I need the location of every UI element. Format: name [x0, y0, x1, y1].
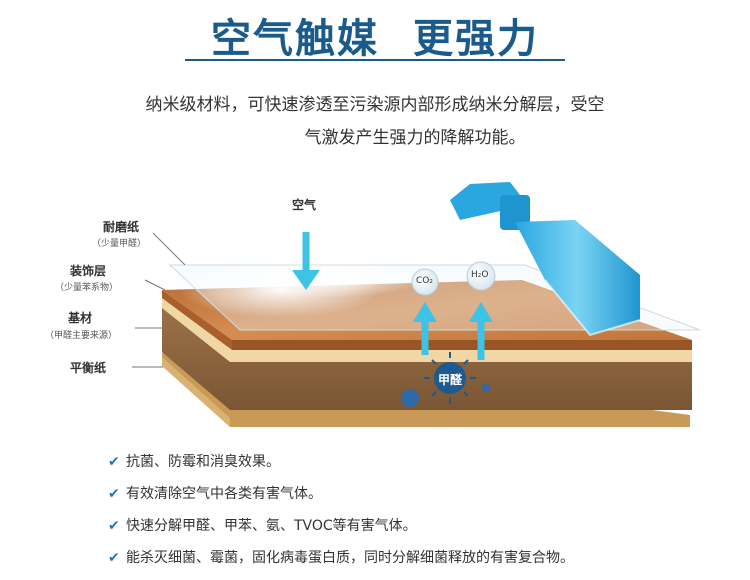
- check-icon: ✔: [108, 550, 120, 566]
- intro-line-1: 纳米级材料，可快速渗透至污染源内部形成纳米分解层，受空: [145, 95, 605, 115]
- layer-label-balance: 平衡纸: [70, 361, 107, 375]
- air-label: 空气: [292, 198, 317, 212]
- spray-bottle-icon: [450, 182, 641, 337]
- list-item: ✔ 有效清除空气中各类有害气体。: [108, 478, 574, 510]
- layer-note-substrate: （甲醛主要来源）: [45, 331, 118, 341]
- title-part-2: 更强力: [413, 16, 539, 62]
- layer-label-substrate: 基材: [68, 311, 93, 325]
- intro-line-2: 气激发产生强力的降解功能。: [304, 128, 526, 148]
- layer-label-decor: 装饰层: [70, 264, 107, 278]
- benefit-text: 快速分解甲醛、甲苯、氨、TVOC等有害气体。: [126, 518, 417, 534]
- page-title: 空气触媒更强力: [0, 6, 750, 64]
- co2-label: CO₂: [416, 276, 433, 286]
- list-item: ✔ 抗菌、防霉和消臭效果。: [108, 446, 574, 478]
- layer-note-decor: （少量苯系物）: [55, 283, 119, 293]
- layer-note-wear: （少量甲醛）: [92, 239, 147, 249]
- bacteria-icon: [401, 352, 490, 407]
- layer-illustration: [132, 182, 701, 427]
- layer-label-wear: 耐磨纸: [103, 220, 140, 234]
- check-icon: ✔: [108, 454, 120, 470]
- title-part-1: 空气触媒: [211, 16, 379, 62]
- list-item: ✔ 能杀灭细菌、霉菌，固化病毒蛋白质，同时分解细菌释放的有害复合物。: [108, 542, 574, 574]
- h2o-label: H₂O: [471, 270, 489, 280]
- check-icon: ✔: [108, 486, 120, 502]
- benefit-list: ✔ 抗菌、防霉和消臭效果。 ✔ 有效清除空气中各类有害气体。 ✔ 快速分解甲醛、甲苯、…: [108, 446, 574, 574]
- formaldehyde-label: 甲醛: [438, 373, 463, 387]
- title-underline: [185, 59, 565, 61]
- check-icon: ✔: [108, 518, 120, 534]
- benefit-text: 抗菌、防霉和消臭效果。: [126, 454, 280, 470]
- benefit-text: 有效清除空气中各类有害气体。: [126, 486, 322, 502]
- floor-layer-diagram: 耐磨纸 （少量甲醛） 装饰层 （少量苯系物） 基材 （甲醛主要来源） 平衡纸 空…: [0, 170, 750, 440]
- list-item: ✔ 快速分解甲醛、甲苯、氨、TVOC等有害气体。: [108, 510, 574, 542]
- benefit-text: 能杀灭细菌、霉菌，固化病毒蛋白质，同时分解细菌释放的有害复合物。: [126, 550, 574, 566]
